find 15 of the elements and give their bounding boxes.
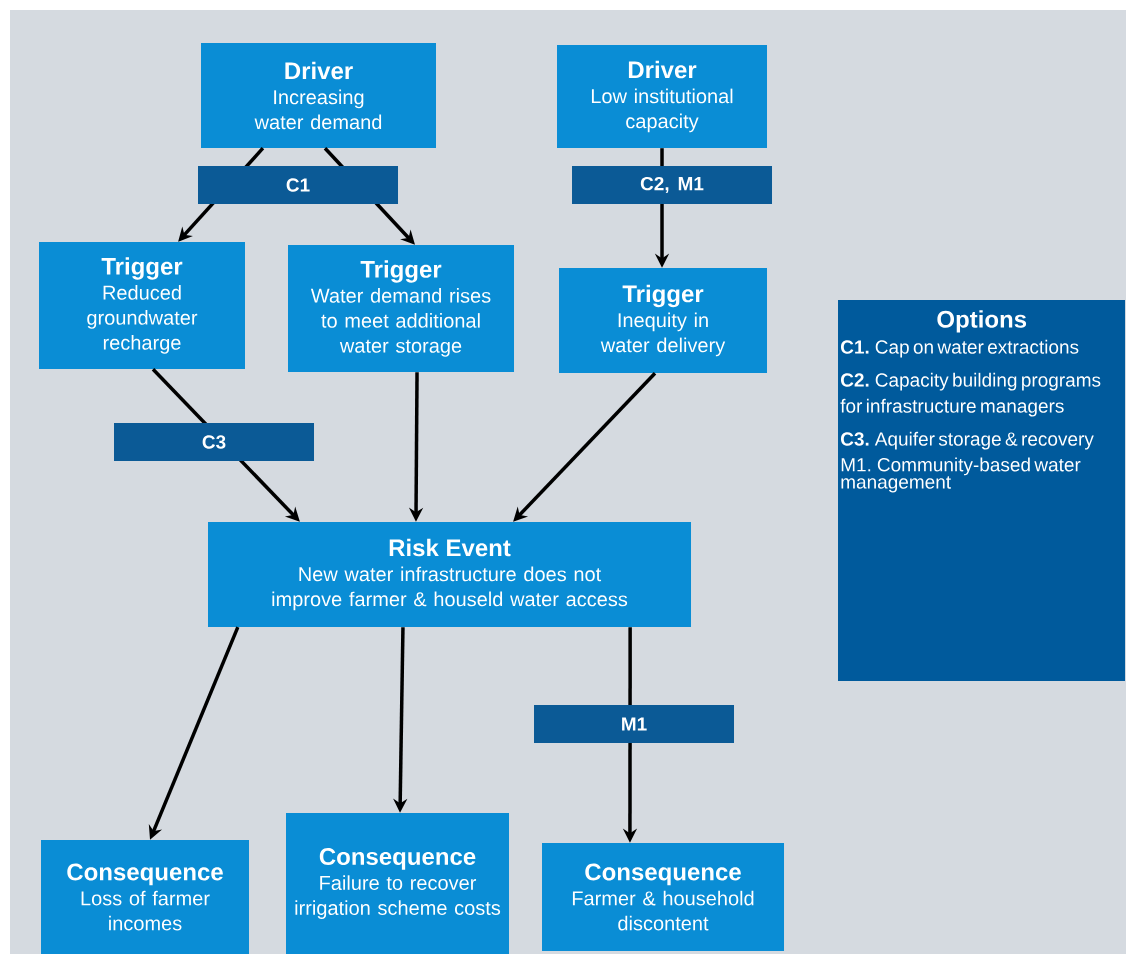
edge-label: C3 bbox=[114, 423, 314, 461]
driver-box: Driver Low institutional capacity bbox=[557, 45, 767, 148]
edge-label: M1 bbox=[534, 705, 734, 743]
consequence-box: Consequence Failure to recover irrigation scheme costs bbox=[286, 813, 509, 954]
trigger-box: Trigger Water demand rises to meet additional water storage bbox=[288, 245, 514, 372]
consequence-box: Consequence Loss of farmer incomes bbox=[41, 840, 249, 954]
trigger-box: Trigger Reduced groundwater recharge bbox=[39, 242, 245, 369]
edge-label: C1 bbox=[198, 166, 398, 204]
trigger-box: Trigger Inequity in water delivery bbox=[559, 268, 767, 373]
driver-box: Driver Increasing water demand bbox=[201, 43, 436, 148]
consequence-box: Consequence Farmer & household discontent bbox=[542, 843, 784, 951]
arrow bbox=[513, 372, 657, 522]
risk-event-box: Risk Event New water infrastructure does not improve farmer & houseld water access bbox=[208, 522, 691, 627]
options-panel: Options C1. Cap on water extractions C2. Capacity building programs for infrastructure managers C3. Aquifer storage & recovery M1. Community-based water management bbox=[838, 300, 1125, 681]
edge-label: C2, M1 bbox=[572, 166, 772, 204]
